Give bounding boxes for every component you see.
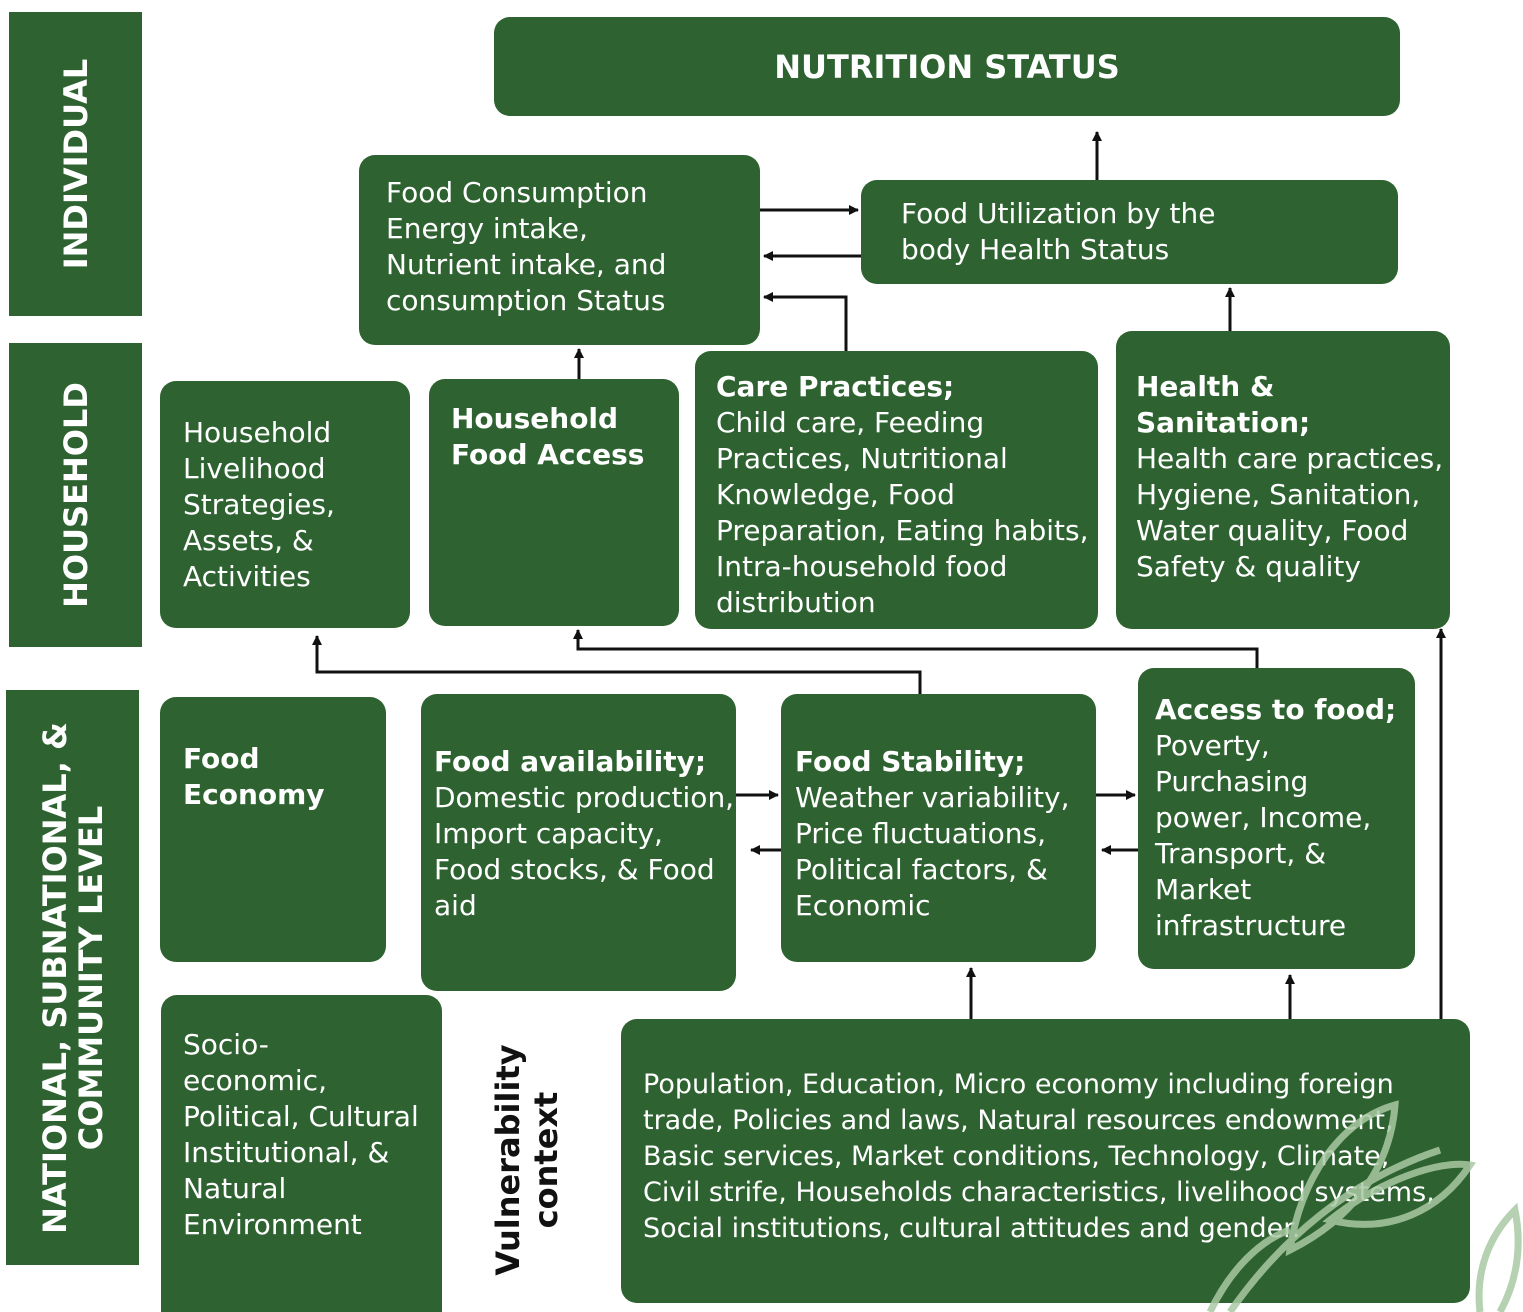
food-consumption-line-4: consumption Status [386,284,666,317]
food-stability-line-4: Economic [795,889,931,922]
socio-economic-line-5: Natural [183,1172,287,1205]
household-food-access-line-2: Food Access [451,438,645,471]
health-sanitation-title: Health & Sanitation; [1136,370,1311,439]
health-sanitation-box: Health & Sanitation; Health care practic… [1116,331,1450,629]
access-to-food-title: Access to food; [1155,693,1397,726]
care-practices-line-6: distribution [716,586,876,619]
food-economy-box: Food Economy [160,697,386,962]
care-practices-line-1: Child care, Feeding [716,406,985,439]
food-economy-line-2: Economy [183,778,325,811]
food-availability-line-3: Food stocks, & Food [434,853,715,886]
arrow-access-to-food-access [573,629,1259,668]
care-practices-line-3: Knowledge, Food [716,478,955,511]
household-livelihood-line-3: Strategies, [183,488,335,521]
socio-economic-line-3: Political, Cultural [183,1100,419,1133]
access-to-food-box: Access to food; Poverty, Purchasing powe… [1138,668,1415,969]
food-availability-line-2: Import capacity, [434,817,663,850]
care-practices-line-4: Preparation, Eating habits, [716,514,1089,547]
access-to-food-line-5: Market [1155,873,1252,906]
socio-economic-line-4: Institutional, & [183,1136,390,1169]
level-household: HOUSEHOLD [9,343,142,647]
food-availability-line-4: aid [434,889,477,922]
health-sanitation-line-1: Health care practices, [1136,442,1444,475]
food-availability-line-1: Domestic production, [434,781,735,814]
food-consumption-line-1: Food Consumption [386,176,648,209]
household-food-access-box: Household Food Access [429,379,679,626]
access-to-food-line-1: Poverty, [1155,729,1270,762]
food-consumption-line-2: Energy intake, [386,212,588,245]
care-practices-title: Care Practices; [716,370,955,403]
food-utilization-line-2: body Health Status [901,233,1170,266]
socio-economic-box: Socio- economic, Political, Cultural Ins… [161,995,442,1312]
food-availability-box: Food availability; Domestic production, … [421,694,736,991]
food-availability-title: Food availability; [434,745,707,778]
care-practices-box: Care Practices; Child care, Feeding Prac… [695,351,1098,629]
nutrition-status-box: NUTRITION STATUS [494,17,1400,116]
access-to-food-line-6: infrastructure [1155,909,1347,942]
food-consumption-line-3: Nutrient intake, and [386,248,667,281]
household-livelihood-line-2: Livelihood [183,452,326,485]
access-to-food-line-3: power, Income, [1155,801,1372,834]
food-stability-line-1: Weather variability, [795,781,1070,814]
health-sanitation-line-4: Safety & quality [1136,550,1361,583]
care-practices-line-2: Practices, Nutritional [716,442,1008,475]
arrow-care-to-consumption [763,292,848,351]
socio-economic-line-1: Socio- [183,1028,269,1061]
household-livelihood-line-4: Assets, & [183,524,314,557]
food-stability-title: Food Stability; [795,745,1026,778]
socio-economic-line-6: Environment [183,1208,362,1241]
food-utilization-box: Food Utilization by the body Health Stat… [861,180,1398,284]
arrow-stability-to-livelihood [312,635,922,694]
health-sanitation-line-3: Water quality, Food [1136,514,1409,547]
level-national: NATIONAL, SUBNATIONAL, & COMMUNITY LEVEL [6,690,139,1265]
food-stability-box: Food Stability; Weather variability, Pri… [781,694,1096,962]
population-line-2: trade, Policies and laws, Natural resour… [643,1105,1394,1136]
population-line-5: Social institutions, cultural attitudes … [643,1213,1301,1244]
population-line-1: Population, Education, Micro economy inc… [643,1069,1394,1100]
food-consumption-box: Food Consumption Energy intake, Nutrient… [359,155,760,345]
food-utilization-line-1: Food Utilization by the [901,197,1216,230]
access-to-food-line-2: Purchasing [1155,765,1309,798]
health-sanitation-line-2: Hygiene, Sanitation, [1136,478,1421,511]
nutrition-status-title: NUTRITION STATUS [774,48,1120,86]
food-stability-line-2: Price fluctuations, [795,817,1046,850]
access-to-food-line-4: Transport, & [1155,837,1327,870]
level-individual: INDIVIDUAL [9,12,142,316]
household-livelihood-box: Household Livelihood Strategies, Assets,… [160,381,410,628]
household-livelihood-line-5: Activities [183,560,311,593]
food-stability-line-3: Political factors, & [795,853,1048,886]
household-food-access-line-1: Household [451,402,619,435]
care-practices-line-5: Intra-household food [716,550,1008,583]
food-economy-line-1: Food [183,742,260,775]
household-livelihood-line-1: Household [183,416,332,449]
socio-economic-line-2: economic, [183,1064,327,1097]
